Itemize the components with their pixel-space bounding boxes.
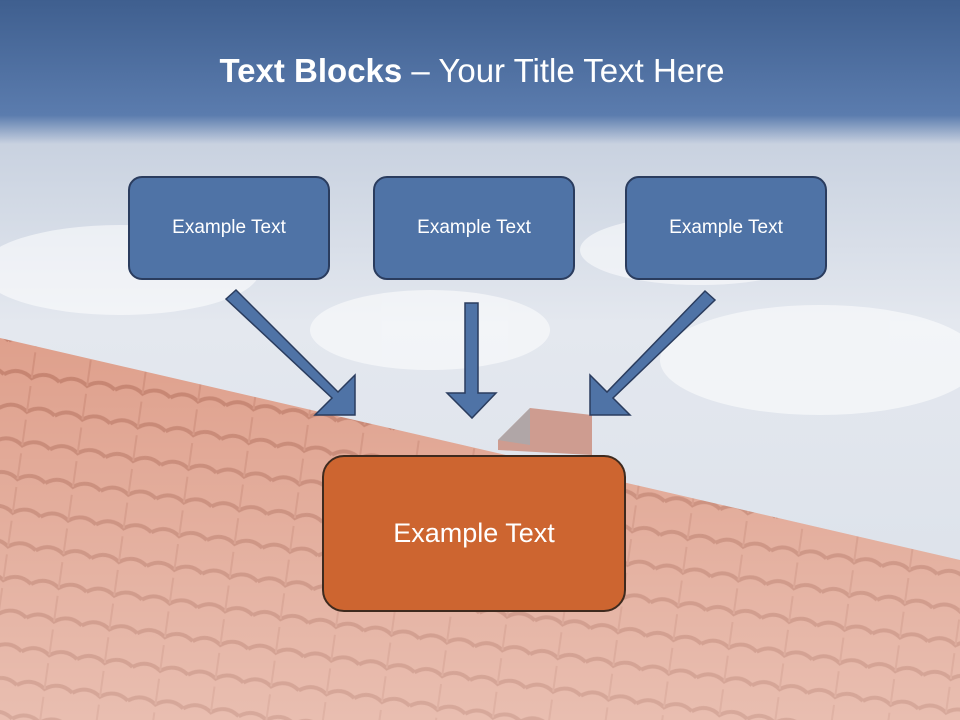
- title-bold: Text Blocks: [219, 52, 403, 89]
- arrow-left: [224, 288, 356, 416]
- text-block-3[interactable]: Example Text: [625, 176, 827, 280]
- text-block-2-label: Example Text: [417, 217, 531, 238]
- title-rest: – Your Title Text Here: [402, 52, 725, 89]
- slide-title: Text Blocks – Your Title Text Here: [0, 52, 944, 90]
- target-block[interactable]: Example Text: [322, 455, 626, 612]
- target-block-label: Example Text: [393, 518, 555, 548]
- text-block-3-label: Example Text: [669, 217, 783, 238]
- arrow-center: [445, 302, 498, 420]
- arrow-right: [589, 289, 717, 416]
- text-block-1-label: Example Text: [172, 217, 286, 238]
- text-block-2[interactable]: Example Text: [373, 176, 575, 280]
- text-block-1[interactable]: Example Text: [128, 176, 330, 280]
